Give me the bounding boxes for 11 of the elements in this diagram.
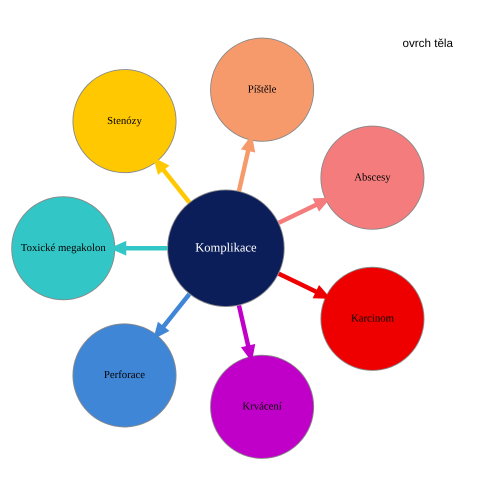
node-circle: Abscesy xyxy=(320,126,424,230)
node-circle: Komplikace xyxy=(167,190,285,308)
node-circle: Píštěle xyxy=(210,38,314,142)
node-circle: Perforace xyxy=(72,323,177,428)
node-circle: Toxické megakolon xyxy=(11,196,116,300)
node-circle: Krvácení xyxy=(210,354,314,459)
label: ovrch těla xyxy=(402,36,454,50)
arrow xyxy=(153,292,192,340)
node-circle: Stenózy xyxy=(72,69,177,174)
node-circle: Karcinom xyxy=(320,266,424,371)
arrow xyxy=(153,157,192,204)
